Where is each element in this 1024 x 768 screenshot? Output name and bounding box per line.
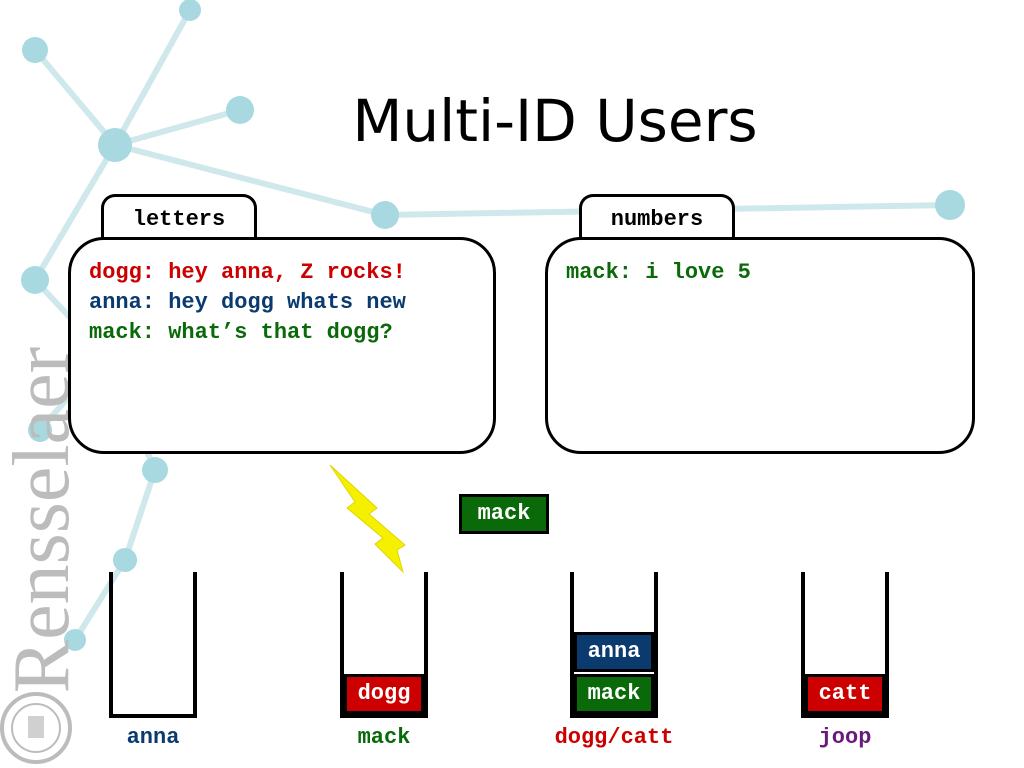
user-queue-anna <box>109 572 197 718</box>
user-label-dogg-catt: dogg/catt <box>554 725 674 750</box>
user-label-mack: mack <box>357 725 411 750</box>
user-queue-joop: catt <box>801 572 889 718</box>
tab-letters[interactable]: letters <box>101 194 257 240</box>
chat-message: mack: what’s that dogg? <box>89 320 393 345</box>
floating-message-block: mack <box>459 494 549 534</box>
user-label-anna: anna <box>126 725 180 750</box>
chat-message: dogg: hey anna, Z rocks! <box>89 260 406 285</box>
user-queue-mack: dogg <box>340 572 428 718</box>
institute-seal-icon <box>0 692 72 764</box>
chat-message: mack: i love 5 <box>566 260 751 285</box>
queued-block: mack <box>574 674 654 714</box>
chat-window-letters: dogg: hey anna, Z rocks! anna: hey dogg … <box>68 237 496 454</box>
user-queue-dogg-catt: mack anna <box>570 572 658 718</box>
tab-numbers[interactable]: numbers <box>579 194 735 240</box>
queued-block: catt <box>805 674 885 714</box>
queued-block: dogg <box>344 674 424 714</box>
chat-window-numbers: mack: i love 5 <box>545 237 975 454</box>
page-title: Multi-ID Users <box>352 87 758 155</box>
lightning-bolt-icon <box>329 464 406 574</box>
chat-message: anna: hey dogg whats new <box>89 290 406 315</box>
queued-block: anna <box>574 632 654 672</box>
user-label-joop: joop <box>818 725 872 750</box>
